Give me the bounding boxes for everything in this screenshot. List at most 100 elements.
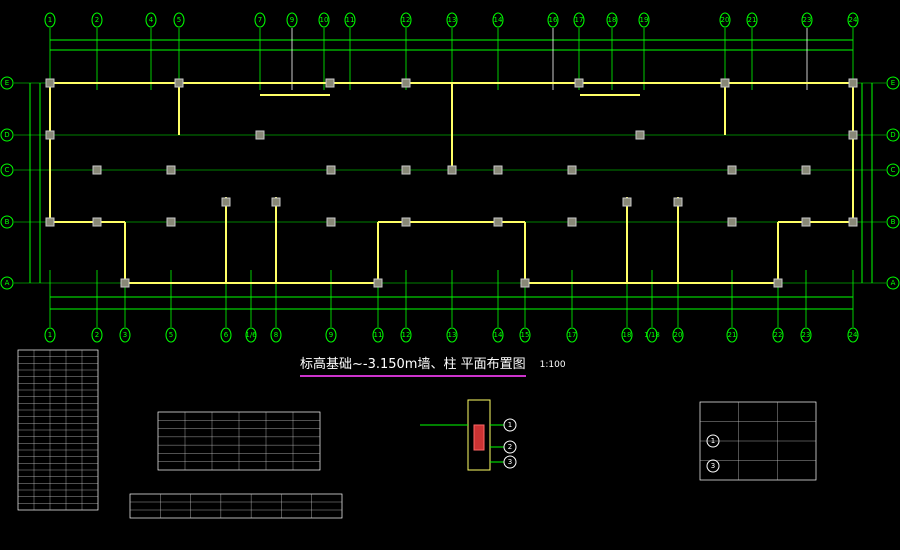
axis-label-top: 7 xyxy=(258,16,262,24)
axis-bubble xyxy=(847,12,859,28)
column xyxy=(848,78,858,88)
axis-bubble xyxy=(145,12,157,28)
axis-label-bottom: 9 xyxy=(329,331,333,339)
axis-bubble xyxy=(606,12,618,28)
column xyxy=(120,278,130,288)
column xyxy=(801,217,811,227)
axis-label-row: A xyxy=(5,279,10,287)
axis-label-bottom: 1/6 xyxy=(245,331,257,339)
axis-label-bottom: 2 xyxy=(95,331,99,339)
column xyxy=(326,165,336,175)
axis-label-top: 11 xyxy=(346,16,355,24)
axis-label-bottom: 3 xyxy=(123,331,127,339)
axis-bubble xyxy=(400,327,412,343)
column xyxy=(255,130,265,140)
axis-label-bottom: 20 xyxy=(674,331,683,339)
axis-bubble xyxy=(573,12,585,28)
callout-label: 3 xyxy=(508,458,512,466)
axis-label-bottom: 24 xyxy=(849,331,858,339)
axis-label-row: A xyxy=(891,279,896,287)
row-bubble xyxy=(886,128,900,142)
axis-bubble xyxy=(492,12,504,28)
axis-label-bottom: 12 xyxy=(402,331,411,339)
row-bubble xyxy=(0,215,14,229)
axis-bubble xyxy=(254,12,266,28)
drawing-scale: 1:100 xyxy=(539,360,566,370)
axis-label-top: 19 xyxy=(640,16,649,24)
axis-bubble xyxy=(519,327,531,343)
axis-label-top: 9 xyxy=(290,16,294,24)
legend-marker-label: 3 xyxy=(711,462,715,470)
axis-label-bottom: 21 xyxy=(728,331,737,339)
axis-bubble xyxy=(344,12,356,28)
axis-label-top: 16 xyxy=(549,16,558,24)
axis-label-row: D xyxy=(890,131,895,139)
axis-bubble xyxy=(318,12,330,28)
axis-label-top: 1 xyxy=(48,16,52,24)
detail-wall-section xyxy=(467,399,491,471)
axis-bubble xyxy=(400,12,412,28)
axis-bubble xyxy=(446,12,458,28)
row-bubble xyxy=(0,276,14,290)
axis-label-top: 5 xyxy=(177,16,181,24)
axis-label-top: 12 xyxy=(402,16,411,24)
axis-label-row: D xyxy=(4,131,9,139)
column xyxy=(174,78,184,88)
axis-label-bottom: 8 xyxy=(274,331,278,339)
column xyxy=(720,78,730,88)
column xyxy=(166,217,176,227)
axis-bubble xyxy=(646,327,658,343)
axis-bubble xyxy=(220,327,232,343)
column xyxy=(673,197,683,207)
column xyxy=(221,197,231,207)
axis-label-bottom: 18 xyxy=(623,331,632,339)
axis-bubble xyxy=(44,327,56,343)
column xyxy=(727,217,737,227)
axis-bubble xyxy=(325,327,337,343)
column xyxy=(325,78,335,88)
axis-label-bottom: 6 xyxy=(224,331,229,339)
column xyxy=(92,217,102,227)
axis-label-top: 2 xyxy=(95,16,99,24)
beam-schedule-table xyxy=(129,493,343,519)
row-bubble xyxy=(0,76,14,90)
axis-label-top: 10 xyxy=(320,16,329,24)
axis-bubble xyxy=(119,327,131,343)
row-bubble xyxy=(886,163,900,177)
axis-bubble xyxy=(772,327,784,343)
row-bubble xyxy=(0,163,14,177)
column xyxy=(567,165,577,175)
column xyxy=(401,78,411,88)
axis-label-row: E xyxy=(5,79,9,87)
axis-bubble xyxy=(44,12,56,28)
legend-marker xyxy=(706,434,720,448)
axis-bubble xyxy=(547,12,559,28)
axis-bubble xyxy=(372,327,384,343)
axis-bubble xyxy=(245,327,257,343)
column xyxy=(520,278,530,288)
axis-label-bottom: 14 xyxy=(494,331,503,339)
row-bubble xyxy=(0,128,14,142)
axis-bubble xyxy=(800,327,812,343)
axis-bubble xyxy=(801,12,813,28)
title-block: 标高基础~-3.150m墙、柱 平面布置图 1:100 xyxy=(300,356,566,377)
axis-bubble xyxy=(847,327,859,343)
legend-marker xyxy=(706,459,720,473)
axis-label-bottom: 13 xyxy=(448,331,457,339)
column xyxy=(401,165,411,175)
row-bubble xyxy=(886,215,900,229)
axis-bubble xyxy=(672,327,684,343)
column xyxy=(727,165,737,175)
column xyxy=(45,130,55,140)
axis-label-bottom: 1/18 xyxy=(644,331,660,339)
column xyxy=(45,217,55,227)
callout-label: 1 xyxy=(508,421,512,429)
axis-label-top: 21 xyxy=(748,16,757,24)
axis-bubble xyxy=(726,327,738,343)
axis-label-top: 24 xyxy=(849,16,858,24)
axis-label-row: C xyxy=(891,166,896,174)
axis-label-top: 13 xyxy=(448,16,457,24)
axis-bubble xyxy=(566,327,578,343)
column xyxy=(848,217,858,227)
axis-label-top: 17 xyxy=(575,16,584,24)
